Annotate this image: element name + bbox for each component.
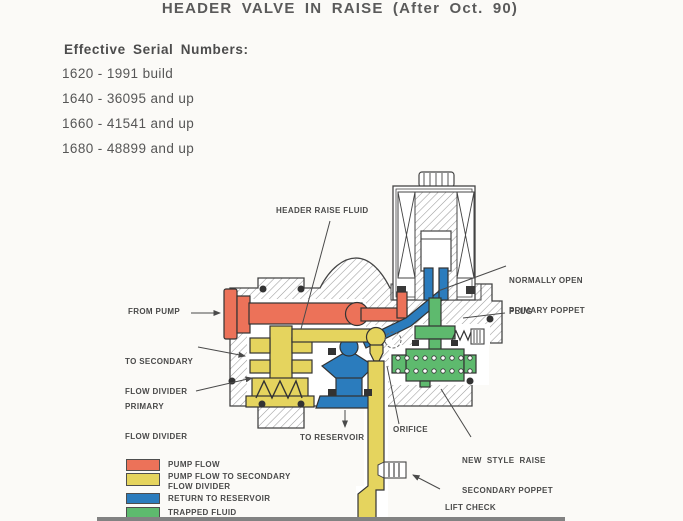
leader-lines bbox=[191, 220, 507, 490]
legend-label: FLOW DIVIDER bbox=[168, 482, 231, 491]
trapped-fluid-chamber bbox=[391, 297, 477, 388]
page-title: HEADER VALVE IN RAISE (After Oct. 90) bbox=[161, 0, 519, 17]
phantom-ball-outline bbox=[384, 331, 402, 349]
seal-dots bbox=[228, 285, 494, 408]
plug-and-spring bbox=[451, 328, 485, 345]
secondary-flow-passages bbox=[245, 325, 387, 521]
label-new-style-raise-secondary-poppet: NEW STYLE RAISE SECONDARY POPPET bbox=[462, 456, 553, 495]
serial-item: 1660 - 41541 and up bbox=[62, 116, 195, 131]
color-legend: PUMP FLOW PUMP FLOW TO SECONDARY FLOW DI… bbox=[126, 457, 386, 521]
legend-label: PUMP FLOW bbox=[168, 460, 220, 469]
check-ball bbox=[365, 326, 387, 348]
legend-label: RETURN TO RESERVOIR bbox=[168, 494, 271, 503]
label-orifice: ORIFICE bbox=[393, 425, 428, 434]
page-bottom-rule bbox=[97, 517, 565, 521]
label-plug: PLUG bbox=[509, 307, 533, 316]
label-header-raise-fluid: HEADER RAISE FLUID bbox=[276, 206, 369, 215]
serial-item: 1640 - 36095 and up bbox=[62, 91, 195, 106]
legend-swatch-pump-flow bbox=[126, 459, 160, 471]
secondary-poppet-block bbox=[405, 348, 465, 382]
legend-label: TRAPPED FLUID bbox=[168, 508, 237, 517]
label-lift-check-valve: LIFT CHECK VALVE bbox=[445, 503, 497, 512]
label-normally-open-primary-poppet: NORMALLY OPEN PRIMARY POPPET bbox=[509, 276, 586, 315]
solenoid-assembly bbox=[390, 171, 482, 302]
label-to-secondary-flow-divider: TO SECONDARY FLOW DIVIDER bbox=[125, 357, 194, 396]
serial-item: 1680 - 48899 and up bbox=[62, 141, 195, 156]
serial-item: 1620 - 1991 build bbox=[62, 66, 174, 81]
lift-check-valve bbox=[377, 461, 407, 479]
serial-numbers-heading: Effective Serial Numbers: bbox=[64, 42, 249, 57]
legend-swatch-secondary-flow bbox=[126, 473, 160, 486]
lift-check-pipe bbox=[357, 360, 385, 521]
label-to-reservoir: TO RESERVOIR bbox=[300, 433, 365, 442]
legend-label: PUMP FLOW TO SECONDARY bbox=[168, 472, 291, 481]
poppet-perforations bbox=[395, 355, 473, 374]
label-primary-flow-divider: PRIMARY FLOW DIVIDER bbox=[125, 402, 188, 441]
label-from-pump: FROM PUMP bbox=[128, 307, 181, 316]
legend-swatch-return-flow bbox=[126, 493, 160, 504]
primary-poppet-armature bbox=[420, 230, 452, 272]
spool-spring bbox=[255, 379, 303, 400]
